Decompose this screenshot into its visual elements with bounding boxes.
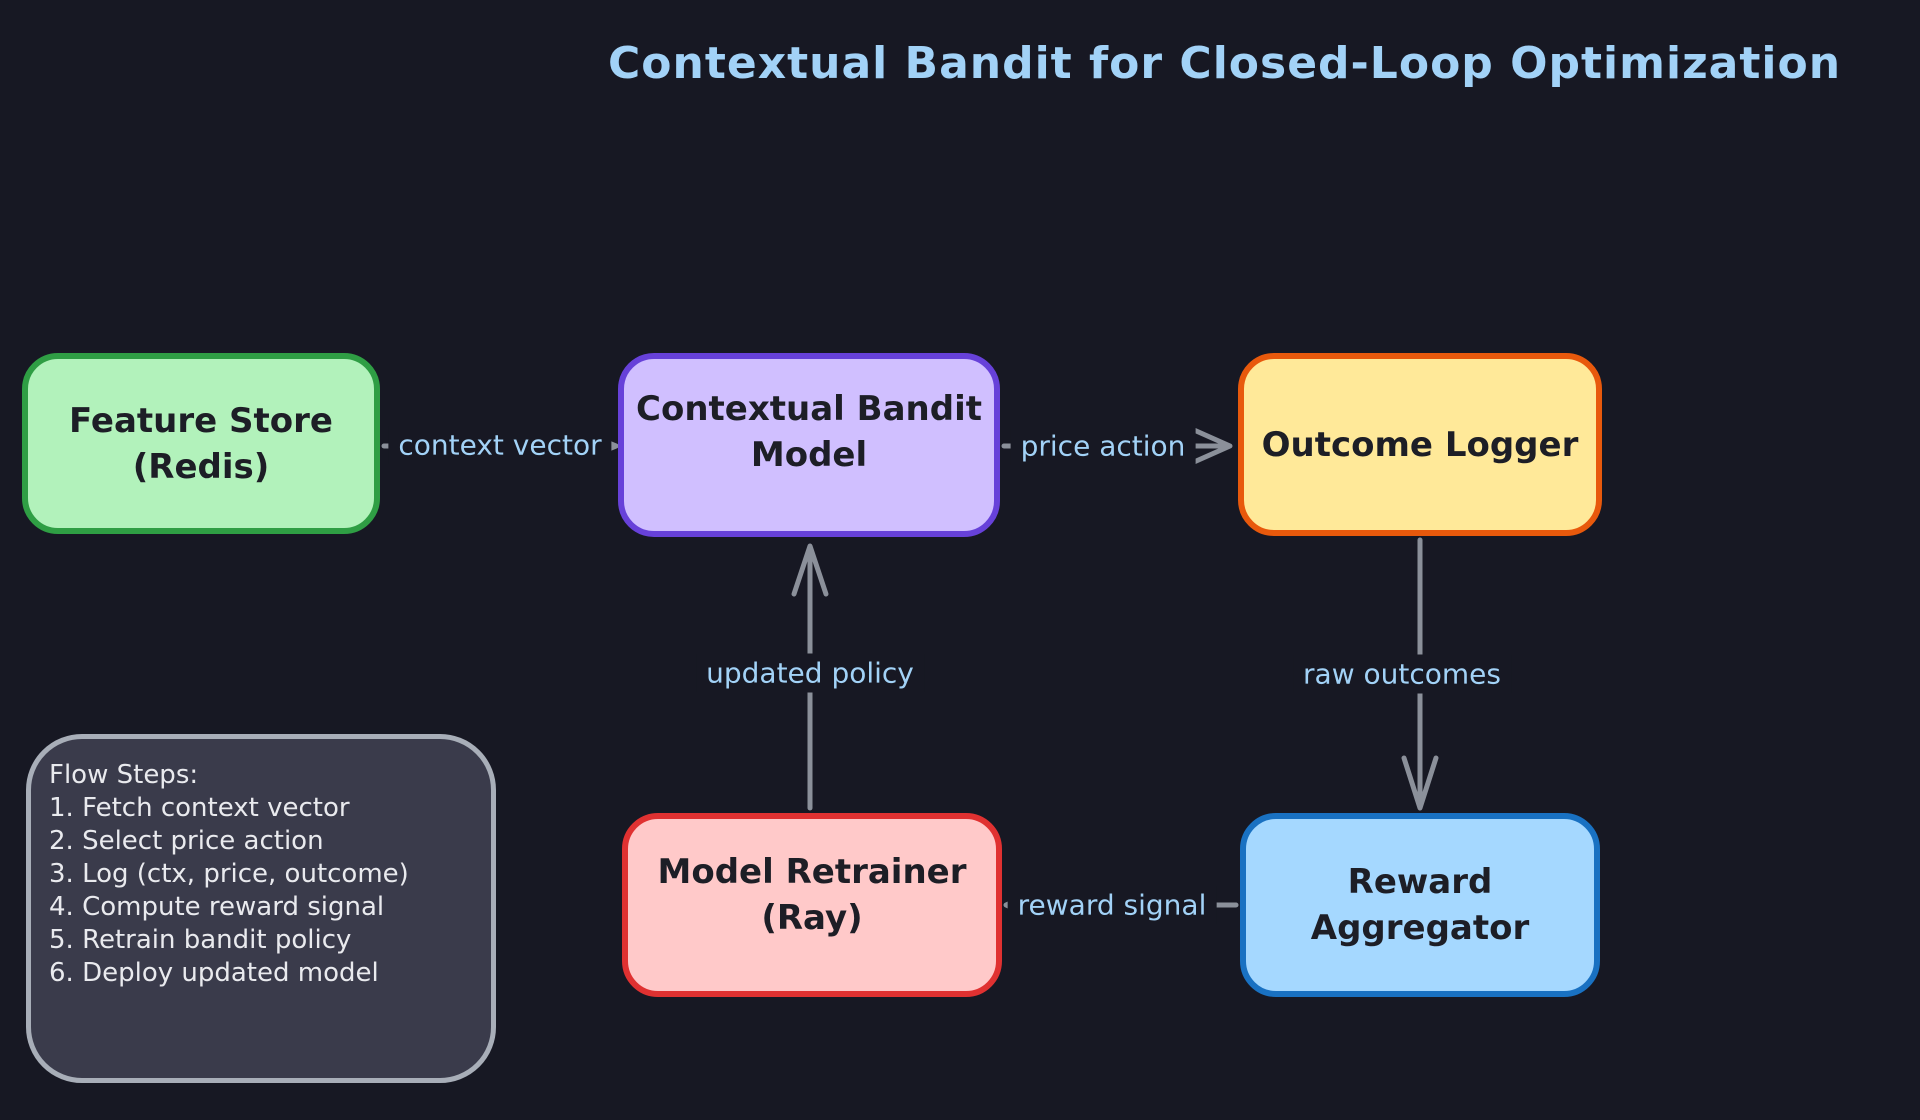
node-outcome-logger: Outcome Logger xyxy=(1238,353,1602,536)
flow-steps-panel: Flow Steps: 1. Fetch context vector 2. S… xyxy=(26,734,496,1083)
edge-label-raw-outcomes: raw outcomes xyxy=(1293,654,1511,694)
flow-step-item: 1. Fetch context vector xyxy=(49,793,350,823)
edge-label-updated-policy: updated policy xyxy=(696,653,924,693)
node-bandit-model: Contextual Bandit Model xyxy=(618,353,1000,537)
edge-label-reward-signal: reward signal xyxy=(1007,885,1217,925)
node-label-line: (Ray) xyxy=(761,898,863,938)
flow-step-item: 3. Log (ctx, price, outcome) xyxy=(49,859,409,889)
node-label-line: Contextual Bandit xyxy=(636,389,982,429)
edge-label-price-action: price action xyxy=(1010,426,1196,466)
diagram-title: Contextual Bandit for Closed-Loop Optimi… xyxy=(608,38,1842,89)
node-label-line: Feature Store xyxy=(69,400,333,441)
node-label-line: Outcome Logger xyxy=(1261,424,1579,465)
flow-step-item: 5. Retrain bandit policy xyxy=(49,925,352,955)
node-label-line: Model Retrainer xyxy=(657,852,967,892)
node-reward-aggregator: Reward Aggregator xyxy=(1240,813,1600,997)
flow-steps-heading: Flow Steps: xyxy=(49,760,199,790)
node-label-line: Reward Aggregator xyxy=(1310,862,1530,948)
node-feature-store: Feature Store (Redis) xyxy=(22,353,380,534)
flow-step-item: 4. Compute reward signal xyxy=(49,892,385,922)
flow-step-item: 2. Select price action xyxy=(49,826,324,856)
edge-label-context-vector: context vector xyxy=(388,425,612,465)
node-label-line: (Redis) xyxy=(132,446,270,487)
node-model-retrainer: Model Retrainer (Ray) xyxy=(622,813,1002,997)
node-label-line: Model xyxy=(750,435,868,475)
flow-step-item: 6. Deploy updated model xyxy=(49,958,379,988)
